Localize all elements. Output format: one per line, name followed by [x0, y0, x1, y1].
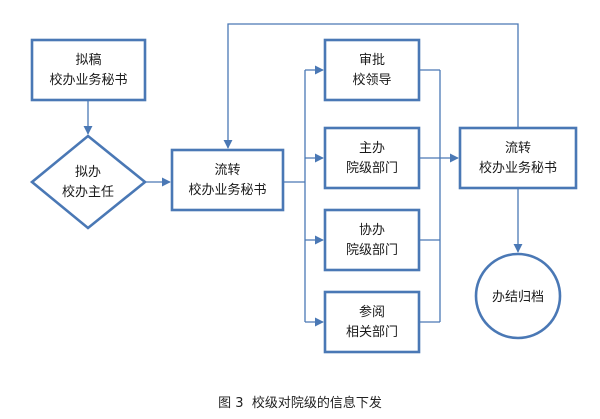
feedback-loop-arrow	[223, 23, 519, 149]
node-draft: 拟稿 校办业务秘书	[30, 38, 147, 102]
node-circulate-2-line1: 流转	[505, 141, 531, 156]
node-director-line1: 拟办	[75, 165, 101, 180]
node-review-dept-line2: 相关部门	[346, 325, 398, 340]
node-archive-circle	[474, 252, 562, 340]
node-director: 拟办 校办主任	[29, 134, 148, 230]
node-director-diamond	[29, 134, 148, 230]
node-review-dept: 参阅 相关部门	[323, 290, 421, 354]
node-approve-line1: 审批	[359, 53, 385, 68]
node-circulate-1-line1: 流转	[214, 163, 240, 178]
node-circulate-1: 流转 校办业务秘书	[170, 148, 285, 212]
node-approve: 审批 校领导	[323, 38, 421, 102]
node-circulate-2-line2: 校办业务秘书	[479, 160, 557, 176]
node-archive-label: 办结归档	[492, 290, 544, 305]
node-draft-box	[30, 38, 147, 102]
node-circulate-1-box	[170, 148, 285, 212]
node-assist-dept: 协办 院级部门	[323, 208, 421, 272]
node-lead-dept-line2: 院级部门	[346, 161, 398, 176]
node-draft-line1: 拟稿	[75, 52, 101, 68]
node-circulate-2: 流转 校办业务秘书	[458, 126, 578, 190]
node-assist-dept-line1: 协办	[359, 223, 385, 238]
node-circulate-1-line2: 校办业务秘书	[188, 182, 266, 198]
node-lead-dept: 主办 院级部门	[323, 126, 421, 190]
node-approve-line2: 校领导	[352, 72, 391, 88]
connectors	[83, 23, 523, 327]
node-lead-dept-line1: 主办	[359, 141, 385, 156]
node-review-dept-line1: 参阅	[359, 304, 385, 320]
figure-caption: 图 3 校级对院级的信息下发	[218, 395, 382, 411]
node-director-line2: 校办主任	[62, 184, 114, 200]
node-draft-line2: 校办业务秘书	[49, 72, 127, 88]
node-approve-box	[323, 38, 421, 102]
node-assist-dept-line2: 院级部门	[346, 243, 398, 258]
node-review-dept-box	[323, 290, 421, 354]
node-circulate-2-box	[458, 126, 578, 190]
node-assist-dept-box	[323, 208, 421, 272]
node-lead-dept-box	[323, 126, 421, 190]
node-archive: 办结归档	[474, 252, 562, 340]
